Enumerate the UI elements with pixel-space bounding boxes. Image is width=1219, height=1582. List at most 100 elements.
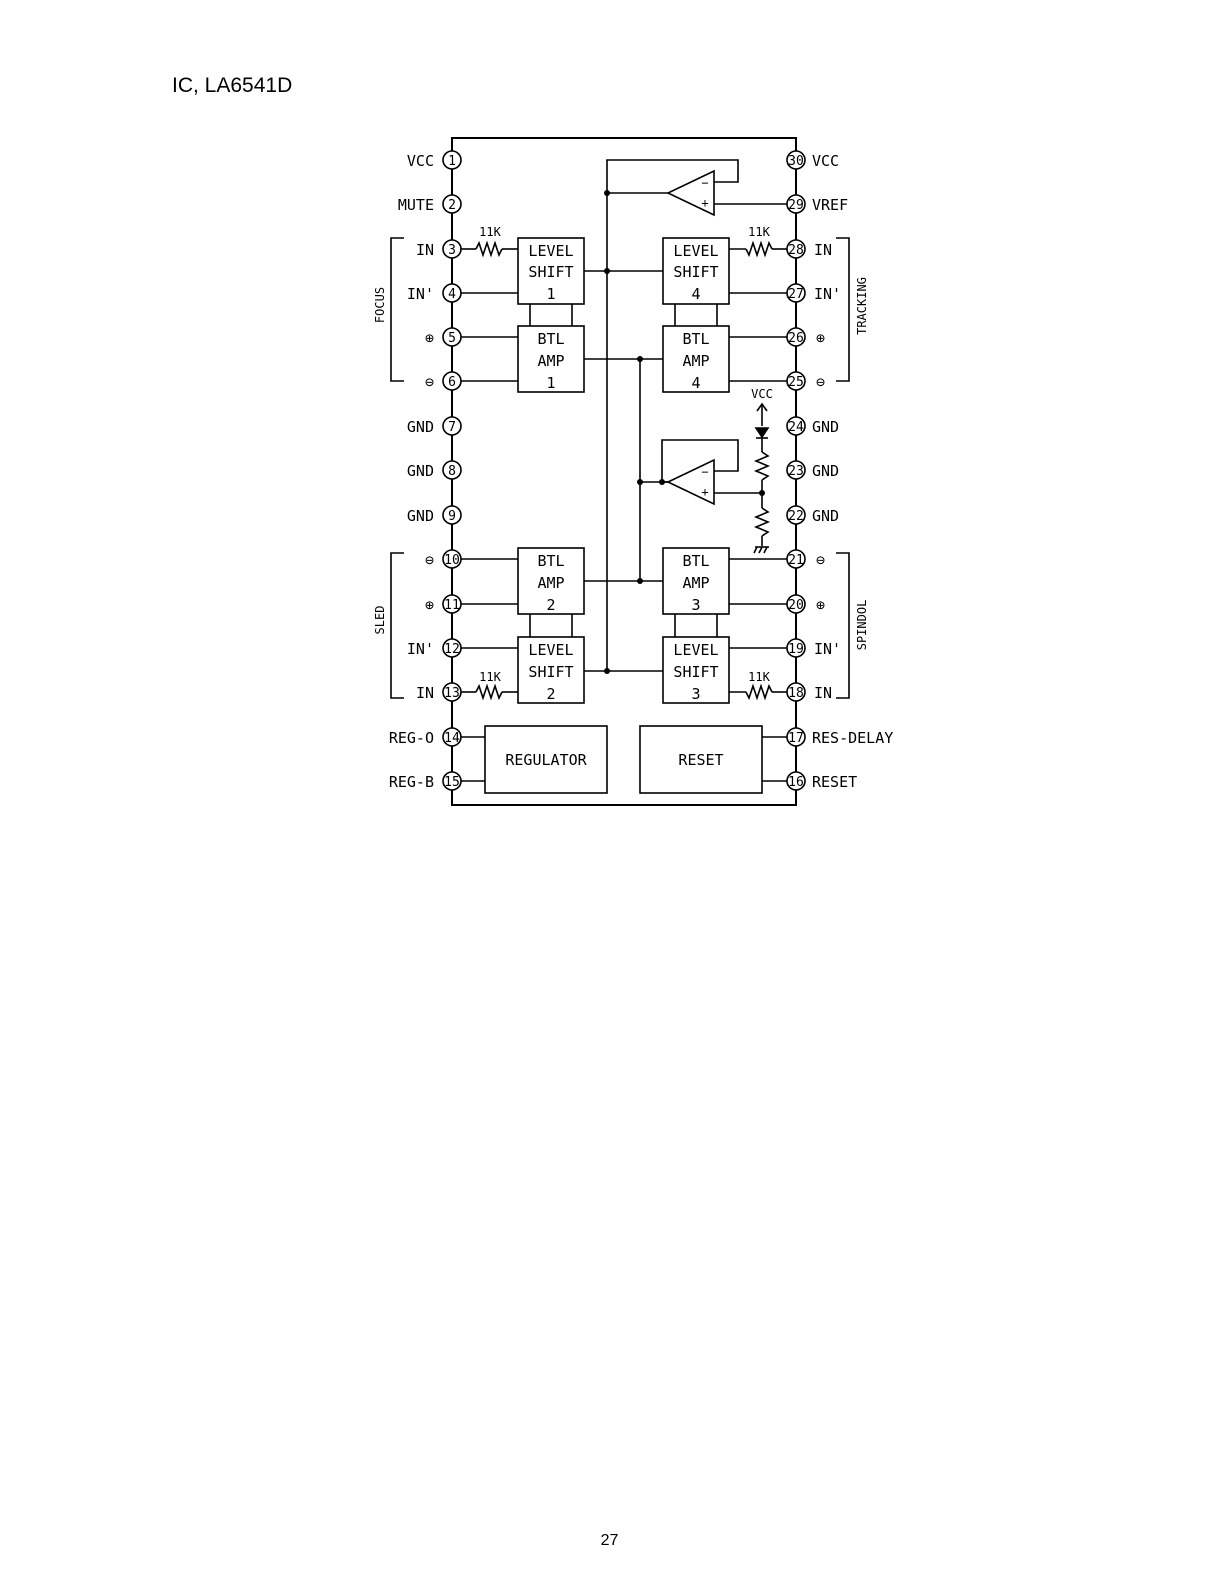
pin-11: 11 ⊕ [425, 594, 462, 614]
svg-text:3: 3 [691, 596, 700, 614]
pin-13: 13 IN [416, 682, 462, 702]
svg-text:23: 23 [788, 464, 804, 479]
pin-28: 28 IN [786, 239, 832, 259]
pin-24: 24 GND [786, 416, 839, 436]
svg-text:AMP: AMP [682, 352, 709, 370]
bias-divider: VCC [751, 387, 773, 554]
svg-text:20: 20 [788, 598, 804, 613]
pin-23: 23 GND [786, 460, 839, 480]
vref-buffer-opamp: − + [606, 159, 739, 217]
page-title: IC, LA6541D [172, 74, 293, 97]
svg-text:IN: IN [416, 684, 434, 702]
level-shift-1-block: LEVEL SHIFT 1 [517, 237, 585, 305]
pin-7: 7 GND [407, 416, 462, 436]
pin-8: 8 GND [407, 460, 462, 480]
page-number: 27 [600, 1532, 619, 1549]
regulator-block: REGULATOR [484, 725, 608, 794]
level-shift-3-block: LEVEL SHIFT 3 [662, 636, 730, 704]
svg-text:GND: GND [812, 462, 839, 480]
svg-text:1: 1 [448, 154, 456, 169]
pin-29: 29 VREF [786, 194, 848, 214]
bias-opamp: − + [661, 439, 762, 506]
svg-text:SHIFT: SHIFT [673, 263, 718, 281]
svg-text:25: 25 [788, 375, 804, 390]
svg-text:−: − [701, 176, 708, 190]
svg-text:21: 21 [788, 553, 804, 568]
ic-package-outline [451, 137, 797, 806]
svg-text:4: 4 [691, 285, 700, 303]
pin-26: 26 ⊕ [786, 327, 825, 347]
svg-text:VCC: VCC [407, 152, 434, 170]
svg-text:30: 30 [788, 154, 804, 169]
pin-27: 27 IN' [786, 283, 841, 303]
pin-17: 17 RES-DELAY [786, 727, 893, 747]
svg-text:AMP: AMP [537, 352, 564, 370]
spindle-group: SPINDOL [836, 552, 869, 699]
svg-text:SHIFT: SHIFT [528, 663, 573, 681]
btl-amp-1-block: BTL AMP 1 [517, 325, 585, 393]
svg-text:14: 14 [444, 731, 460, 746]
svg-text:+: + [701, 485, 708, 499]
svg-text:⊖: ⊖ [816, 551, 825, 569]
svg-text:−: − [701, 465, 708, 479]
svg-text:RESET: RESET [678, 751, 723, 769]
pin-3: 3 IN [416, 239, 462, 259]
svg-text:VCC: VCC [751, 387, 773, 401]
svg-text:1: 1 [546, 374, 555, 392]
pin-10: 10 ⊖ [425, 549, 462, 569]
svg-text:16: 16 [788, 775, 804, 790]
svg-text:SHIFT: SHIFT [673, 663, 718, 681]
svg-text:LEVEL: LEVEL [673, 641, 718, 659]
btl-amp-3-block: BTL AMP 3 [662, 547, 730, 615]
svg-text:RESET: RESET [812, 773, 857, 791]
svg-text:2: 2 [546, 685, 555, 703]
svg-text:10: 10 [444, 553, 460, 568]
reset-block: RESET [639, 725, 763, 794]
svg-text:REG-O: REG-O [389, 729, 434, 747]
level-shift-2-block: LEVEL SHIFT 2 [517, 636, 585, 704]
svg-text:29: 29 [788, 198, 804, 213]
svg-text:2: 2 [448, 198, 456, 213]
resistor-label-pin28: 11K [748, 225, 770, 239]
svg-text:VREF: VREF [812, 196, 848, 214]
svg-text:GND: GND [407, 462, 434, 480]
pin-2: 2 MUTE [398, 194, 462, 214]
tracking-group: TRACKING [836, 237, 869, 382]
btl-amp-2-block: BTL AMP 2 [517, 547, 585, 615]
svg-text:17: 17 [788, 731, 804, 746]
svg-text:5: 5 [448, 331, 456, 346]
pin-20: 20 ⊕ [786, 594, 825, 614]
block-couplers [529, 304, 718, 637]
svg-text:GND: GND [812, 418, 839, 436]
svg-text:26: 26 [788, 331, 804, 346]
svg-text:IN': IN' [814, 285, 841, 303]
svg-text:13: 13 [444, 686, 460, 701]
svg-text:MUTE: MUTE [398, 196, 434, 214]
svg-text:LEVEL: LEVEL [528, 242, 573, 260]
svg-text:REG-B: REG-B [389, 773, 434, 791]
pin-22: 22 GND [786, 505, 839, 525]
level-shift-4-block: LEVEL SHIFT 4 [662, 237, 730, 305]
pin-30: 30 VCC [786, 150, 839, 170]
resistor-label-pin13: 11K [479, 670, 501, 684]
svg-text:TRACKING: TRACKING [855, 277, 869, 335]
pin-1: 1 VCC [407, 150, 462, 170]
svg-text:⊕: ⊕ [816, 596, 825, 614]
svg-text:4: 4 [448, 287, 456, 302]
junction-dots [604, 190, 765, 674]
svg-text:6: 6 [448, 375, 456, 390]
sled-group: SLED [373, 552, 404, 699]
svg-text:9: 9 [448, 509, 456, 524]
svg-text:3: 3 [691, 685, 700, 703]
svg-text:SPINDOL: SPINDOL [855, 600, 869, 651]
pin-21: 21 ⊖ [786, 549, 825, 569]
svg-text:REGULATOR: REGULATOR [505, 751, 587, 769]
svg-text:GND: GND [812, 507, 839, 525]
svg-text:IN: IN [416, 241, 434, 259]
pin-16: 16 RESET [786, 771, 857, 791]
svg-text:AMP: AMP [537, 574, 564, 592]
svg-text:27: 27 [788, 287, 804, 302]
svg-text:18: 18 [788, 686, 804, 701]
svg-text:BTL: BTL [537, 552, 564, 570]
